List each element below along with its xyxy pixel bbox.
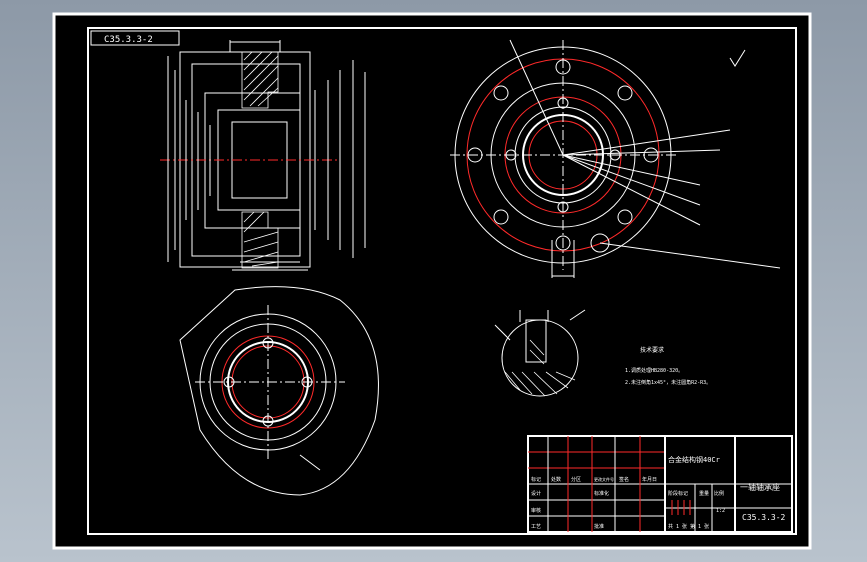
row-label-change: 更改文件号 <box>594 476 614 482</box>
detail-section-view <box>494 309 586 397</box>
notes-heading: 技术要求 <box>640 346 664 354</box>
code-tag-box <box>90 30 180 46</box>
sheet-count-text: 共 1 张 第 1 张 <box>668 523 709 530</box>
scale-label: 比例 <box>714 490 724 497</box>
row-label-count: 处数 <box>551 476 561 483</box>
stage-label: 阶段标记 <box>668 490 688 497</box>
row-label-sign: 签名 <box>619 476 629 483</box>
code-tag-text: C35.3.3-2 <box>104 35 153 45</box>
review-label: 审核 <box>531 507 541 514</box>
flange-plan-view <box>450 39 781 278</box>
sheet-inner-border <box>87 27 797 535</box>
side-view <box>179 286 379 496</box>
drawing-number-text: C35.3.3-2 <box>742 513 786 522</box>
material-text: 合金结构钢40Cr <box>668 455 720 464</box>
designer-label: 设计 <box>531 490 541 497</box>
process-label: 工艺 <box>531 524 541 530</box>
title-block-red-ticks <box>671 500 691 515</box>
row-label-zone: 分区 <box>571 476 581 483</box>
row-label-mark: 标记 <box>531 476 541 483</box>
front-section-view <box>160 40 366 271</box>
weight-label: 重量 <box>699 490 709 497</box>
part-name-text: 一轴轴承座 <box>740 482 780 492</box>
row-label-date: 年月日 <box>642 476 657 483</box>
scale-value: 1:2 <box>716 508 725 514</box>
notes-line-1: 1.调质处理HB280-320。 <box>625 367 683 374</box>
notes-line-2: 2.未注倒角1x45°，未注圆角R2-R3。 <box>625 379 711 386</box>
detail-hatch <box>504 339 576 397</box>
title-block <box>527 435 793 533</box>
surface-finish-symbol <box>729 49 746 67</box>
hatch-section-bottom <box>241 211 279 269</box>
hatch-section-top <box>241 51 279 109</box>
sheet-outer-border <box>52 12 812 550</box>
standard-label: 标准化 <box>594 490 609 497</box>
approve-label: 批准 <box>594 523 604 530</box>
